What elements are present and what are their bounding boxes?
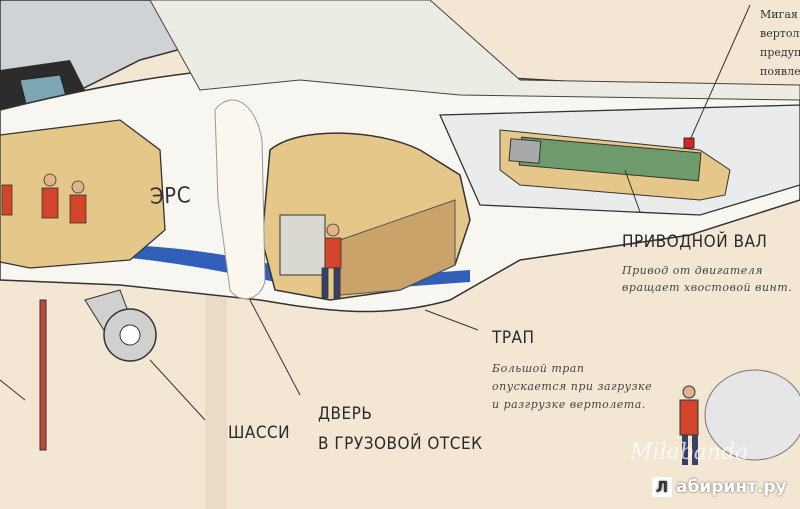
corner-text: Мигая вертол предуп появле — [760, 5, 800, 81]
drive-shaft-desc-1: Привод от двигателя — [622, 264, 764, 277]
ramp-desc-1: Большой трап — [492, 362, 585, 375]
landing-gear — [39, 289, 157, 451]
watermark: Milabanda — [630, 440, 749, 465]
drive-shaft-desc-2: вращает хвостовой винт. — [622, 281, 793, 294]
shaft-coupling — [508, 138, 542, 164]
ramp-title: ТРАП — [492, 328, 535, 348]
upper-fairing — [149, 0, 800, 101]
corner-line-3: предуп — [760, 46, 800, 59]
beacon-light — [683, 137, 695, 149]
ramp-desc-3: и разгрузке вертолета. — [492, 398, 646, 411]
ramp-desc-2: опускается при загрузке — [492, 380, 653, 393]
labirint-logo: Л абиринт.ру — [652, 474, 787, 500]
cargo-hold-left — [0, 119, 166, 269]
crew-left — [1, 173, 87, 224]
crew-door — [321, 223, 342, 299]
corner-line-2: вертол — [760, 27, 800, 40]
fuselage-lettering: ЭРС — [149, 183, 192, 210]
chassis-title: ШАССИ — [228, 423, 291, 443]
man-with-bale — [679, 369, 800, 465]
logo-text: абиринт.ру — [676, 477, 787, 497]
cargo-crate — [279, 214, 326, 276]
corner-line-1: Мигая — [760, 8, 798, 21]
corner-line-4: появле — [760, 65, 800, 78]
cargo-door-title-1: ДВЕРЬ — [318, 404, 373, 424]
leader-lines — [0, 4, 751, 421]
drive-shaft-title: ПРИВОДНОЙ ВАЛ — [622, 232, 768, 252]
logo-letter: Л — [652, 477, 672, 497]
paper-flap — [214, 99, 266, 300]
cargo-door-title-2: В ГРУЗОВОЙ ОТСЕК — [318, 434, 483, 454]
